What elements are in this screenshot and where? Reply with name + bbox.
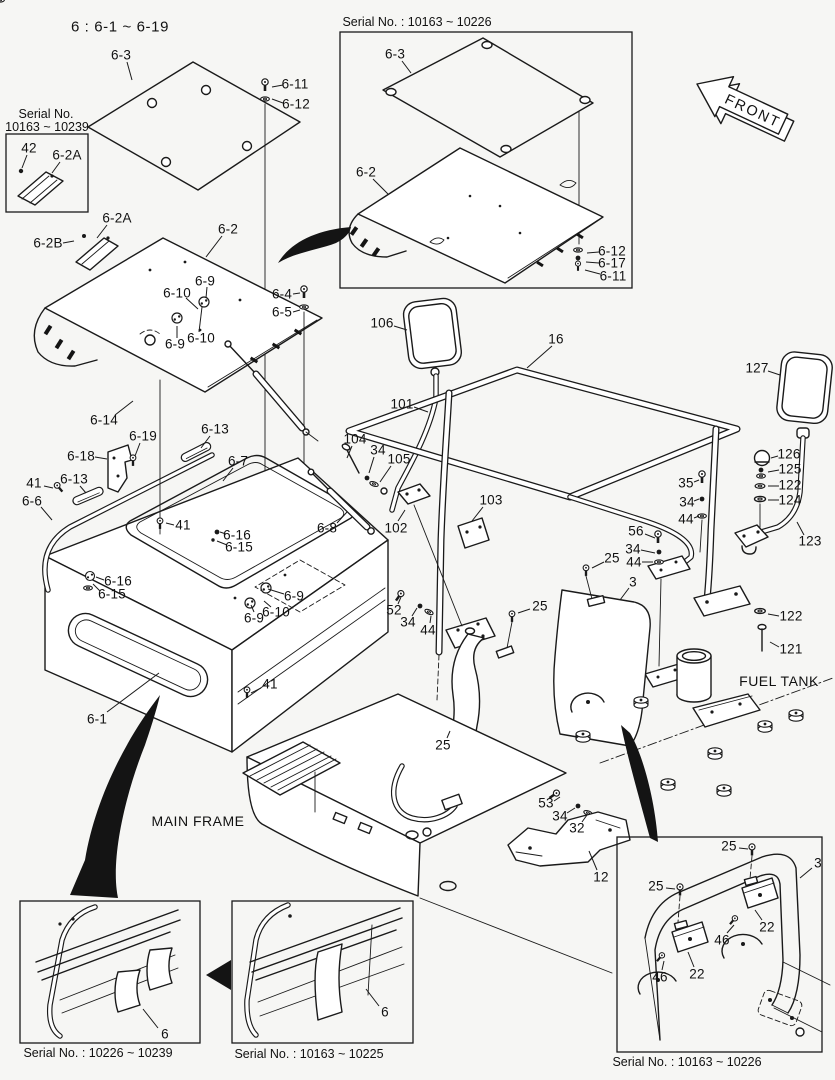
leader-line: [96, 224, 108, 239]
leader-line: [126, 61, 133, 81]
leader-line: [95, 576, 105, 581]
leader-line: [62, 240, 75, 244]
leader-line: [21, 154, 28, 169]
leader-lines: [21, 60, 813, 1029]
leader-line: [687, 951, 695, 968]
leader-line: [517, 608, 531, 614]
leader-line: [92, 583, 101, 592]
leader-line: [770, 455, 779, 459]
leader-line: [769, 641, 780, 648]
leader-line: [368, 456, 375, 474]
leader-line: [114, 400, 134, 416]
leader-line: [271, 84, 284, 88]
leader-line: [471, 506, 484, 522]
leader-line: [767, 469, 780, 473]
leader-line: [726, 924, 735, 934]
front-direction-arrow: FRONT: [696, 76, 795, 142]
leader-line: [429, 615, 432, 624]
leader-line: [263, 600, 272, 608]
leader-line: [79, 485, 87, 494]
leader-line: [754, 909, 763, 921]
leader-line: [372, 178, 389, 195]
leader-line: [142, 1008, 159, 1029]
leader-line: [526, 345, 553, 369]
leader-line: [401, 60, 412, 74]
leader-line: [185, 297, 199, 310]
leader-line: [767, 370, 781, 376]
leader-line: [397, 509, 406, 522]
handrail-structure: [345, 366, 751, 701]
motion-arrows: [70, 227, 658, 990]
right-mirror-assembly: [0, 0, 833, 555]
leader-line: [693, 479, 700, 483]
leader-line: [584, 269, 601, 275]
leader-line: [661, 960, 665, 971]
leader-line: [581, 814, 588, 823]
leader-line: [198, 306, 203, 333]
leader-line: [585, 261, 600, 264]
leader-line: [292, 292, 301, 295]
leader-line: [205, 235, 223, 258]
leader-line: [271, 98, 284, 104]
leader-line: [591, 561, 605, 569]
main-frame: [242, 693, 567, 897]
leader-line: [586, 251, 600, 254]
leader-line: [267, 588, 285, 595]
leader-line: [796, 521, 805, 536]
leader-line: [250, 687, 262, 694]
leader-line: [51, 161, 61, 174]
leader-line: [665, 887, 676, 890]
canopy-body: [42, 329, 389, 753]
leader-line: [588, 850, 598, 871]
leader-line: [134, 442, 141, 457]
leader-line: [397, 596, 402, 605]
leader-line: [200, 435, 211, 449]
top-middle-serial-box: [339, 31, 633, 289]
leader-line: [411, 607, 418, 617]
bottom-middle-inset: [231, 900, 414, 1044]
leader-line: [219, 531, 227, 535]
leader-line: [767, 613, 780, 617]
leader-line: [205, 286, 208, 299]
leader-line: [446, 730, 451, 739]
bottom-right-inset: [616, 836, 831, 1053]
fuel-tank-area: [575, 607, 804, 797]
leader-line: [346, 445, 353, 459]
leader-line: [365, 988, 380, 1007]
leader-line: [94, 456, 108, 460]
leader-line: [640, 549, 656, 554]
leader-line: [292, 309, 301, 313]
leader-line: [644, 533, 656, 539]
leader-line: [40, 506, 53, 521]
leader-line: [43, 485, 54, 489]
leader-line: [379, 465, 392, 483]
leader-line: [553, 796, 561, 802]
leader-line: [216, 540, 228, 546]
leader-line: [619, 587, 630, 601]
leader-line: [693, 498, 700, 502]
leader-line: [799, 867, 813, 879]
inset-pointer-arrow: [206, 960, 231, 990]
leader-line: [413, 406, 429, 413]
leader-line: [693, 515, 700, 519]
leader-line: [393, 325, 408, 331]
leader-line: [336, 511, 348, 524]
bottom-left-inset: [19, 900, 201, 1044]
leader-line: [106, 672, 160, 713]
leader-line: [566, 807, 576, 814]
leader-line: [738, 847, 749, 850]
leader-line: [222, 467, 234, 482]
leader-line: [250, 604, 255, 613]
leader-line: [165, 522, 175, 526]
